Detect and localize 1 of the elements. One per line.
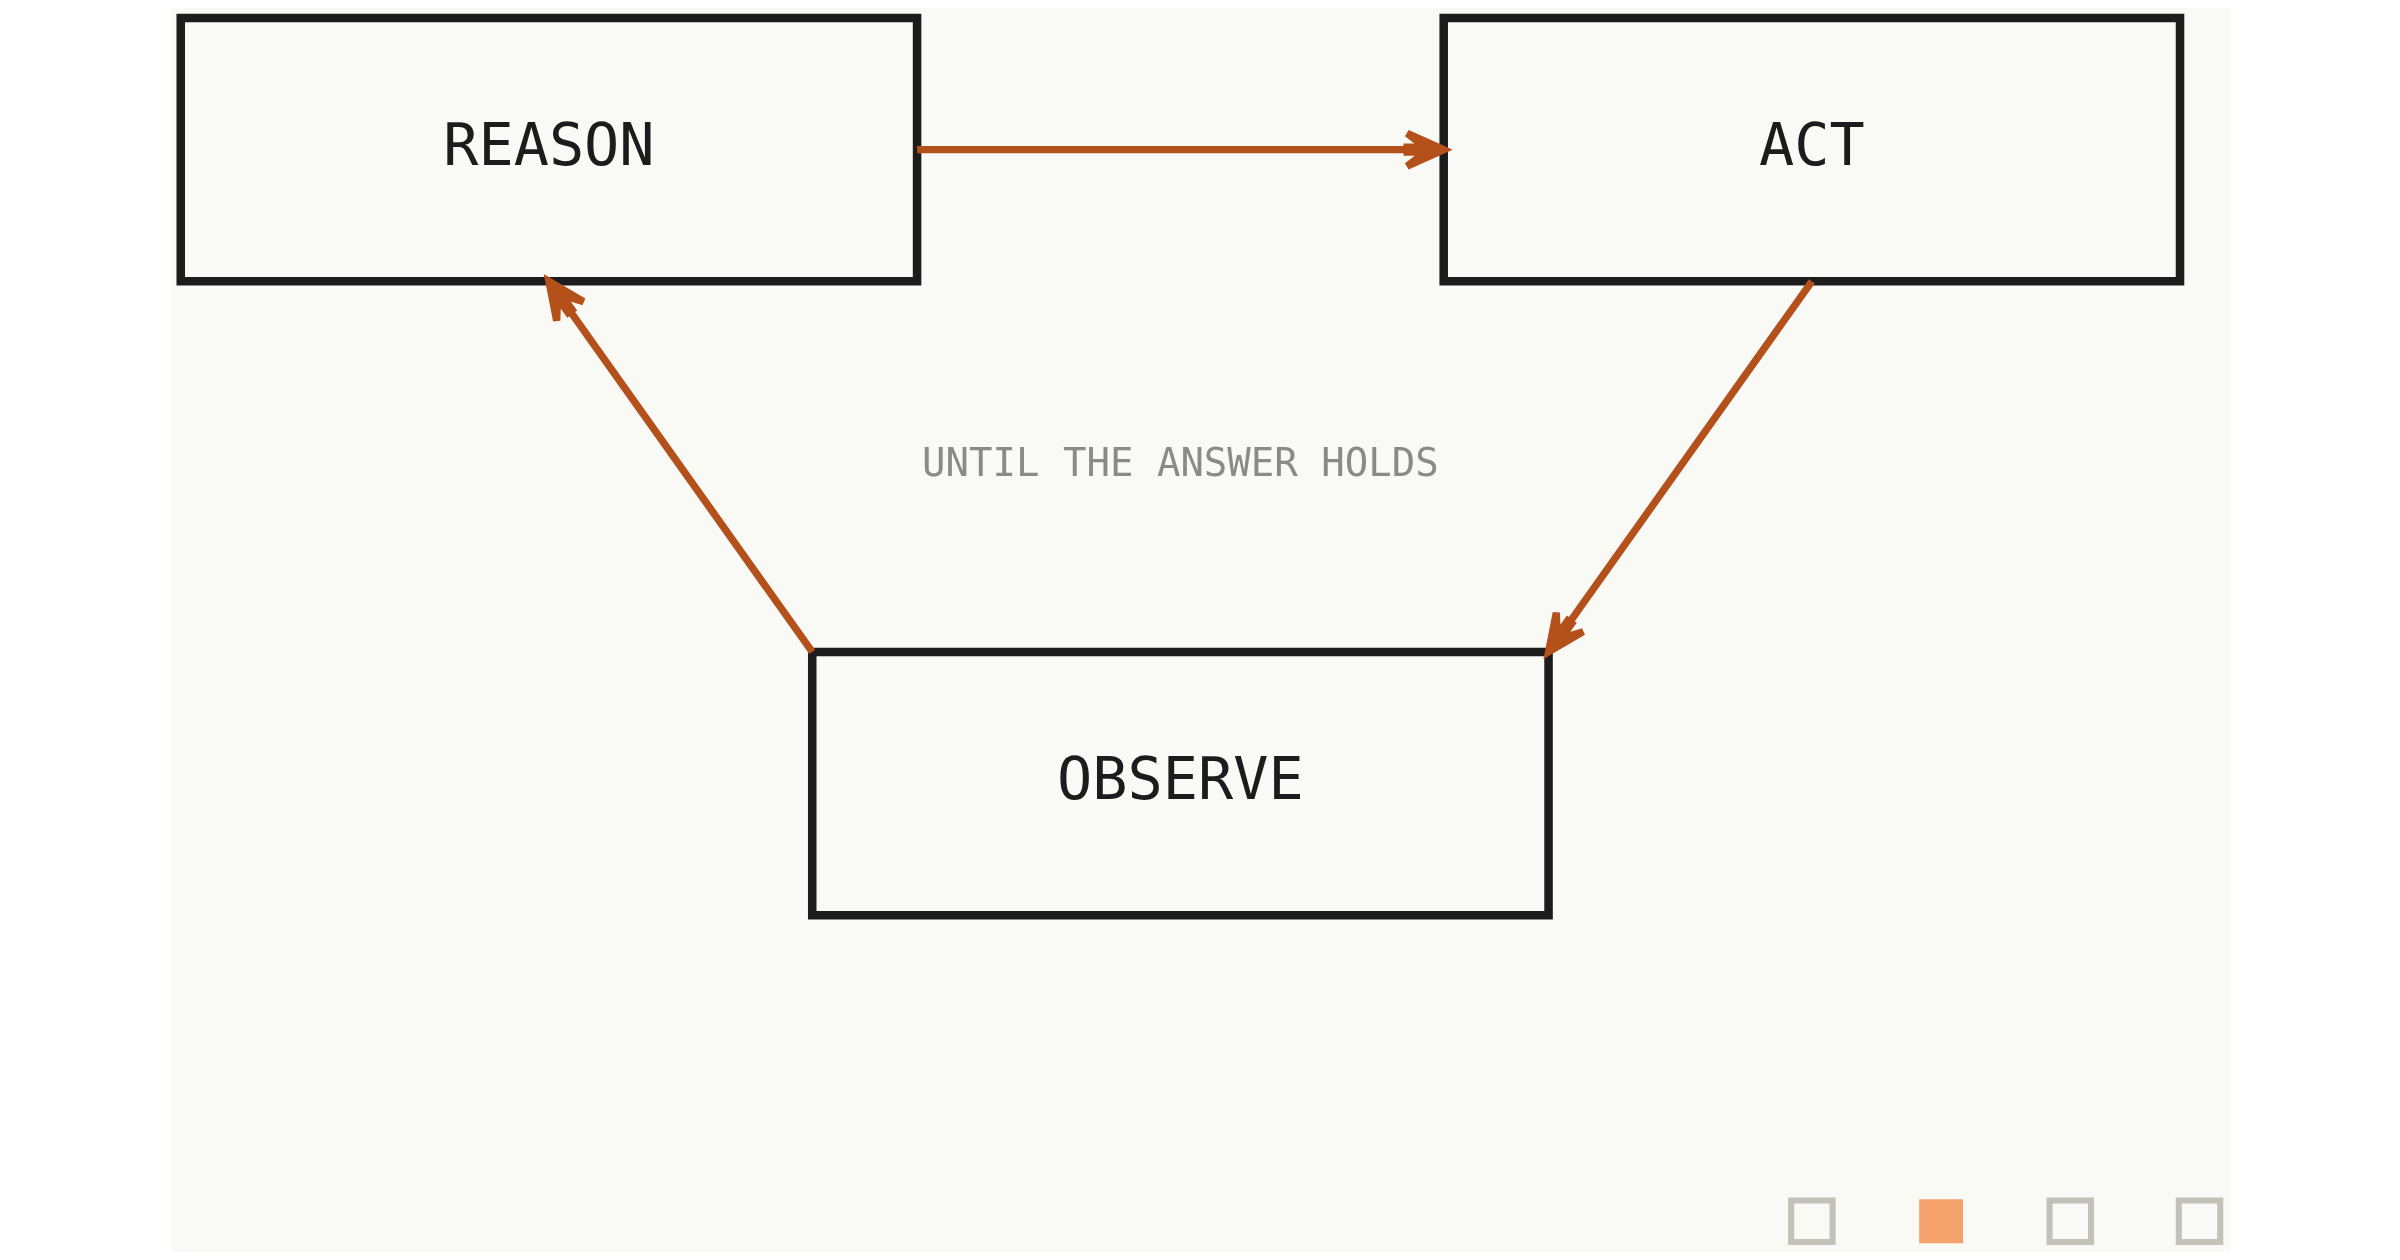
label: UNTIL THE ANSWER HOLDS: [921, 439, 1439, 485]
